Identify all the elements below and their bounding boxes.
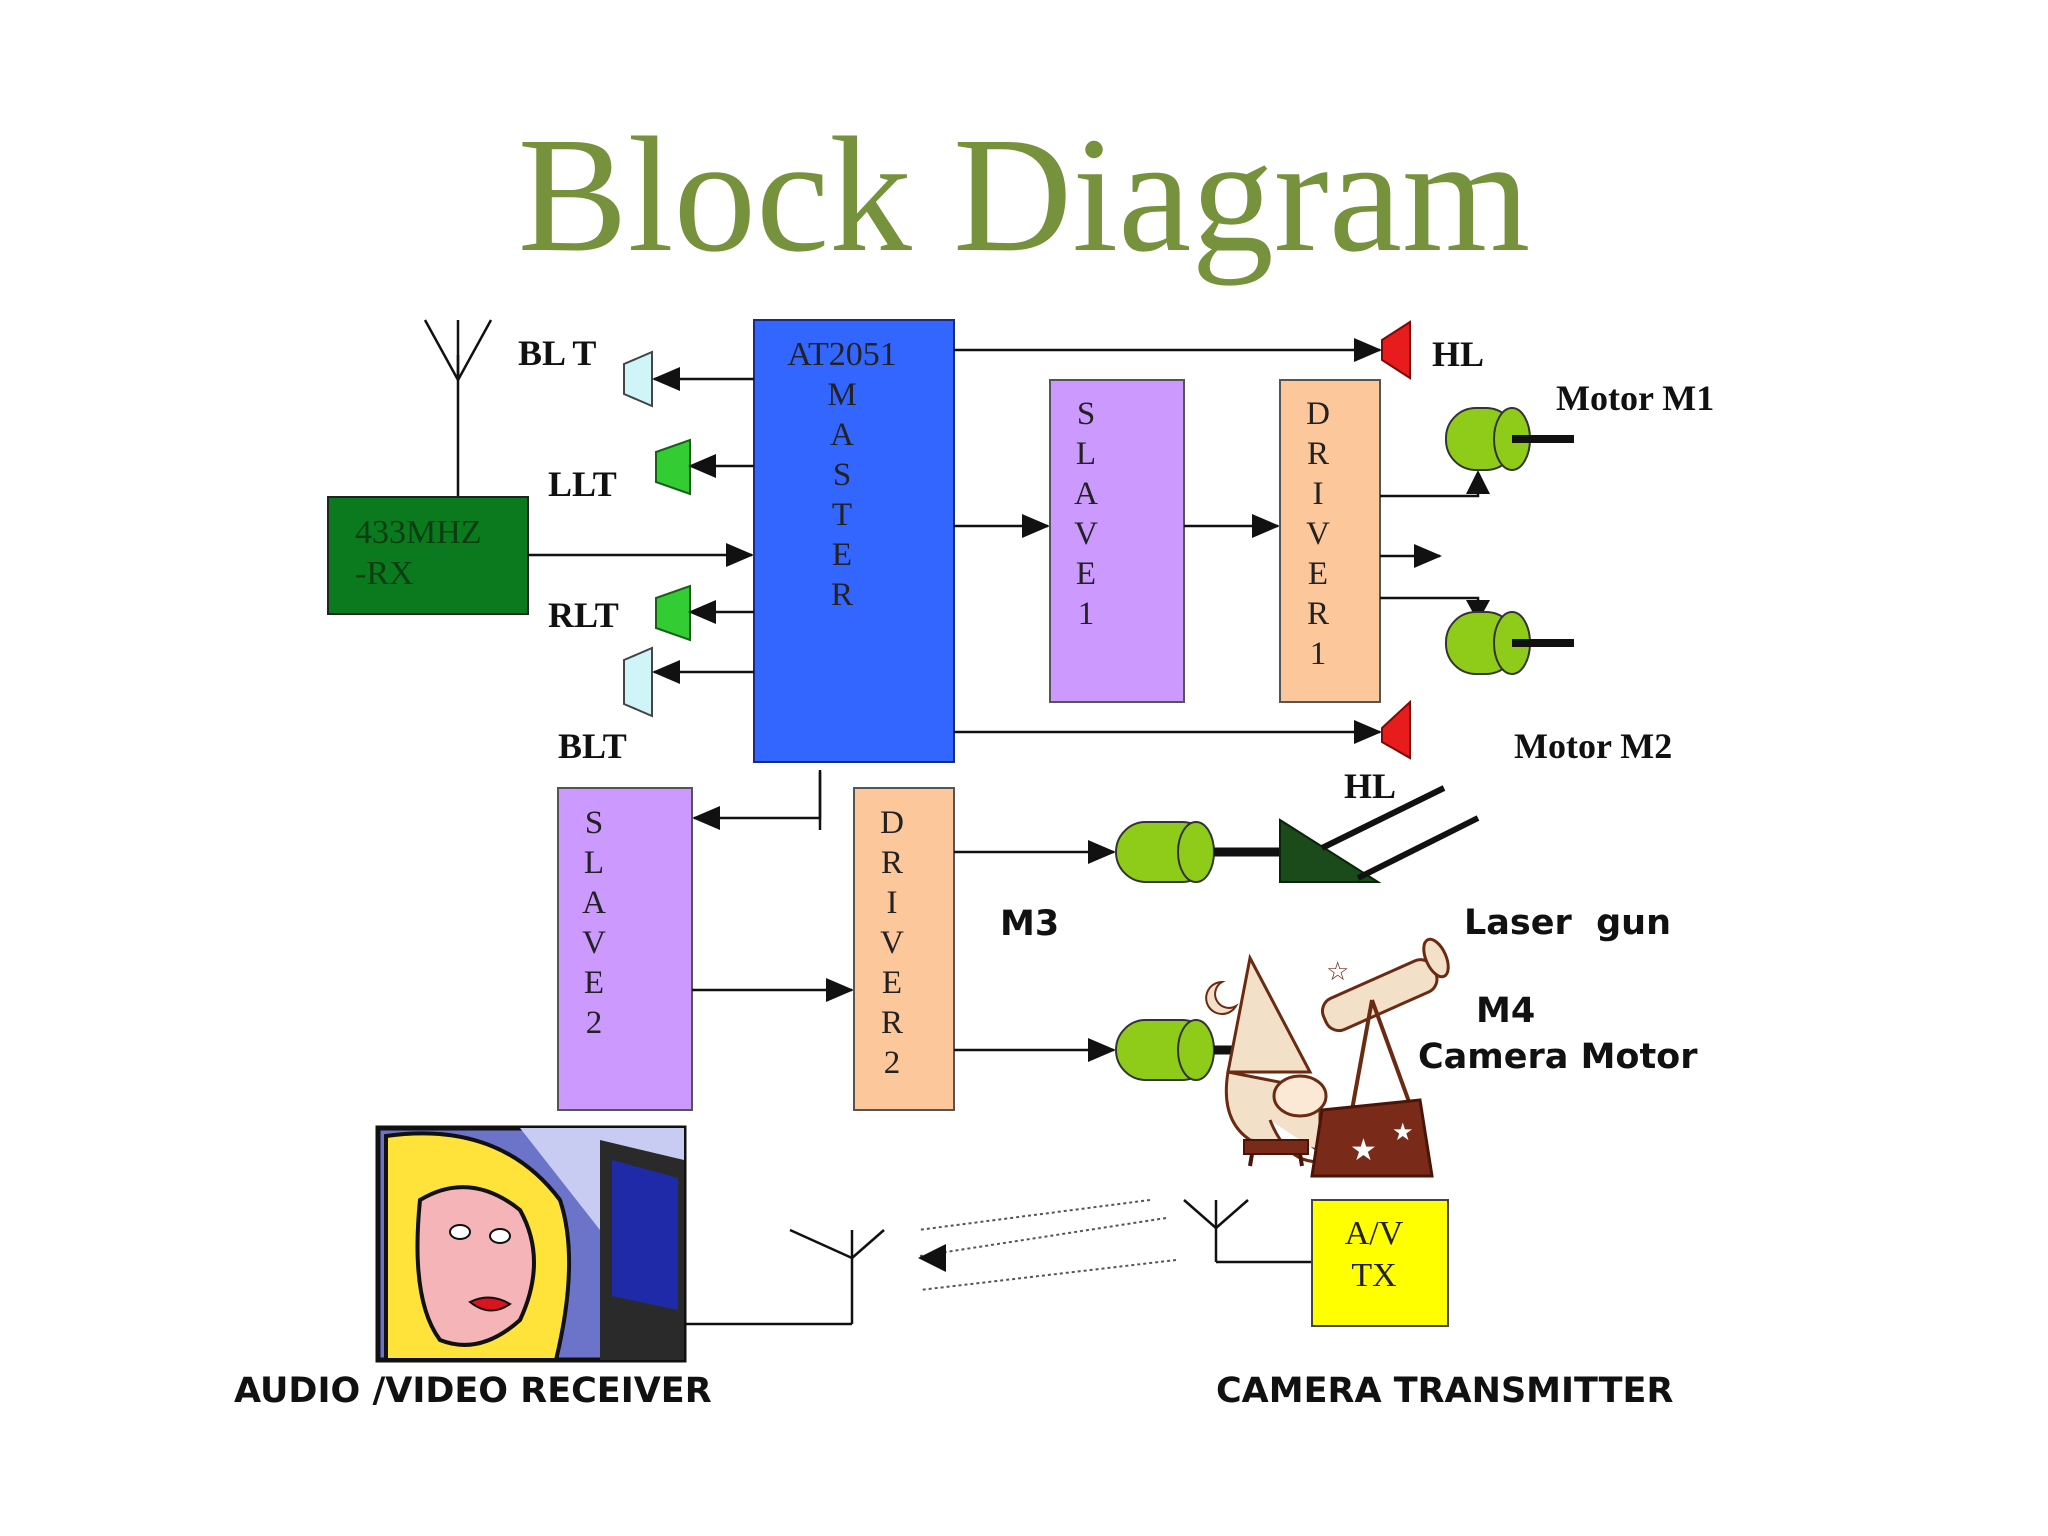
master-chip-label: AT2051 bbox=[787, 336, 897, 373]
master-letter: A bbox=[830, 417, 854, 453]
svg-text:★: ★ bbox=[1350, 1133, 1377, 1168]
driver2-letter: D bbox=[880, 805, 904, 841]
receiver-block: 433MHZ -RX bbox=[327, 496, 529, 615]
m3-label: M3 bbox=[1000, 904, 1059, 944]
rlt-label: RLT bbox=[548, 595, 619, 635]
blt-top-light-icon bbox=[623, 350, 754, 408]
master-letter: E bbox=[832, 537, 852, 573]
hl-top-light-icon bbox=[954, 320, 1411, 380]
driver1-output-wires bbox=[1380, 470, 1490, 622]
slave1-block: S L A V E 1 bbox=[1049, 379, 1185, 703]
master-letter: S bbox=[833, 457, 851, 493]
slave1-letter: S bbox=[1077, 396, 1095, 432]
slave1-letter: 1 bbox=[1078, 596, 1095, 632]
master-block: AT2051 M A S T E R bbox=[753, 319, 955, 763]
svg-text:☆: ☆ bbox=[1326, 957, 1349, 987]
viewer-monitor-icon bbox=[375, 1125, 687, 1363]
master-letter: R bbox=[831, 577, 853, 613]
audio-video-receiver-label: AUDIO /VIDEO RECEIVER bbox=[234, 1371, 712, 1411]
driver1-letter: 1 bbox=[1310, 636, 1327, 672]
astronomer-telescope-icon: ★ ★ ☆ bbox=[1205, 937, 1450, 1178]
driver1-letter: I bbox=[1313, 476, 1324, 512]
wireless-signal-lines bbox=[917, 1199, 1177, 1291]
m4-label: M4 bbox=[1476, 991, 1535, 1031]
blt-top-label: BL T bbox=[518, 333, 596, 373]
driver2-letter: I bbox=[887, 885, 898, 921]
blt-bottom-light-icon bbox=[623, 646, 754, 718]
driver1-block: D R I V E R 1 bbox=[1279, 379, 1381, 703]
motor-m1-label: Motor M1 bbox=[1556, 378, 1714, 418]
slave2-block: S L A V E 2 bbox=[557, 787, 693, 1111]
driver2-letter: 2 bbox=[884, 1045, 901, 1081]
hl-bottom-label: HL bbox=[1344, 766, 1396, 806]
slave2-letter: S bbox=[585, 805, 603, 841]
receiver-line2: -RX bbox=[355, 555, 414, 592]
motor-m4-icon bbox=[1115, 1019, 1246, 1081]
motor-m3-icon bbox=[1115, 821, 1284, 883]
slave2-letter: V bbox=[582, 925, 606, 961]
av-tx-antenna-icon bbox=[1183, 1199, 1312, 1264]
driver2-letter: R bbox=[881, 1005, 903, 1041]
page-title: Block Diagram bbox=[518, 103, 1531, 286]
slave1-letter: L bbox=[1076, 436, 1096, 472]
slave1-letter: E bbox=[1076, 556, 1096, 592]
master-letter: M bbox=[827, 377, 856, 413]
driver2-letter: E bbox=[882, 965, 902, 1001]
blt-bottom-label: BLT bbox=[558, 726, 627, 766]
slave1-letter: V bbox=[1074, 516, 1098, 552]
av-tx-block: A/V TX bbox=[1311, 1199, 1449, 1327]
driver2-letter: V bbox=[880, 925, 904, 961]
av-tx-line2: TX bbox=[1351, 1257, 1396, 1294]
driver1-letter: R bbox=[1307, 596, 1329, 632]
camera-transmitter-label: CAMERA TRANSMITTER bbox=[1216, 1371, 1673, 1411]
llt-light-icon bbox=[655, 438, 754, 496]
slave2-letter: E bbox=[584, 965, 604, 1001]
motor-m2-label: Motor M2 bbox=[1514, 726, 1672, 766]
driver1-letter: E bbox=[1308, 556, 1328, 592]
slave2-letter: 2 bbox=[586, 1005, 603, 1041]
laser-gun-label: Laser gun bbox=[1464, 903, 1671, 943]
svg-text:★: ★ bbox=[1392, 1118, 1414, 1146]
camera-motor-label: Camera Motor bbox=[1418, 1037, 1698, 1077]
hl-top-label: HL bbox=[1432, 334, 1484, 374]
master-letter: T bbox=[832, 497, 852, 533]
av-receiver-antenna-icon bbox=[684, 1228, 885, 1326]
motor-m1-icon bbox=[1445, 407, 1574, 471]
av-tx-line1: A/V bbox=[1345, 1215, 1404, 1252]
driver1-letter: D bbox=[1306, 396, 1330, 432]
receiver-antenna-icon bbox=[423, 319, 493, 497]
motor-m2-icon bbox=[1445, 611, 1574, 675]
laser-gun-icon bbox=[1279, 785, 1480, 883]
driver1-letter: V bbox=[1306, 516, 1330, 552]
slave2-letter: A bbox=[582, 885, 606, 921]
slave1-letter: A bbox=[1074, 476, 1098, 512]
master-to-slave2-wire bbox=[692, 770, 822, 830]
slave2-letter: L bbox=[584, 845, 604, 881]
driver1-letter: R bbox=[1307, 436, 1329, 472]
llt-label: LLT bbox=[548, 464, 617, 504]
driver2-block: D R I V E R 2 bbox=[853, 787, 955, 1111]
hl-bottom-light-icon bbox=[954, 699, 1411, 760]
receiver-line1: 433MHZ bbox=[355, 514, 482, 551]
rlt-light-icon bbox=[655, 584, 754, 642]
driver2-letter: R bbox=[881, 845, 903, 881]
